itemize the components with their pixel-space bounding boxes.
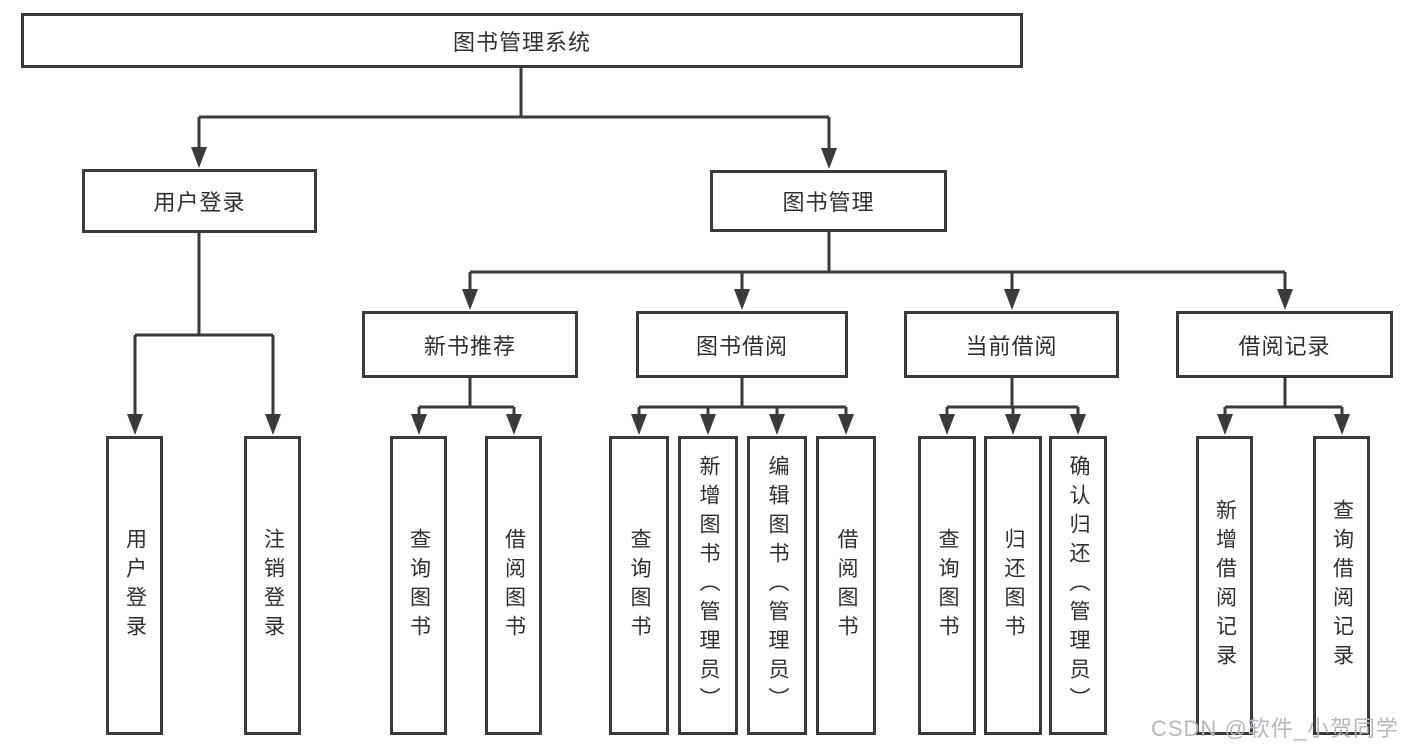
node-borrow-books: 借阅图书 (816, 436, 876, 735)
node-add-books-admin: 新增图书（管理员） (678, 436, 738, 735)
node-book-management: 图书管理 (710, 170, 947, 232)
arrowheads (127, 147, 1350, 435)
node-logout: 注销登录 (244, 436, 301, 735)
node-borrow-books-recommend-label: 借阅图书 (502, 527, 526, 644)
node-borrowing-records-label: 借阅记录 (1238, 333, 1331, 359)
node-new-book-recommend-label: 新书推荐 (423, 333, 516, 359)
node-return-books: 归还图书 (984, 436, 1042, 735)
node-edit-books-admin-label: 编辑图书（管理员） (766, 455, 789, 716)
node-confirm-return-admin: 确认归还（管理员） (1049, 436, 1107, 735)
node-query-books-recommend: 查询图书 (390, 436, 447, 735)
node-add-borrow-record: 新增借阅记录 (1196, 436, 1253, 735)
node-user-login: 用户登录 (82, 169, 317, 233)
node-add-books-admin-label: 新增图书（管理员） (697, 455, 720, 716)
node-query-borrow-record-label: 查询借阅记录 (1330, 498, 1354, 673)
node-user-login-action-label: 用户登录 (123, 527, 147, 644)
node-return-books-label: 归还图书 (1002, 527, 1025, 644)
node-query-books-current-label: 查询图书 (936, 527, 959, 644)
node-borrow-books-label: 借阅图书 (835, 527, 858, 644)
node-borrowing-records: 借阅记录 (1176, 311, 1393, 378)
node-root-label: 图书管理系统 (452, 29, 591, 55)
node-query-books-recommend-label: 查询图书 (407, 527, 431, 644)
node-book-borrowing-label: 图书借阅 (695, 333, 788, 359)
node-edit-books-admin: 编辑图书（管理员） (747, 436, 807, 735)
node-confirm-return-admin-label: 确认归还（管理员） (1067, 455, 1090, 716)
node-query-books-borrow-label: 查询图书 (628, 527, 651, 644)
node-new-book-recommend: 新书推荐 (362, 311, 578, 378)
node-query-borrow-record: 查询借阅记录 (1313, 436, 1370, 735)
node-current-borrowing-label: 当前借阅 (965, 333, 1058, 359)
node-root: 图书管理系统 (21, 13, 1023, 68)
node-book-borrowing: 图书借阅 (636, 311, 848, 378)
node-user-login-action: 用户登录 (106, 436, 163, 735)
csdn-watermark: CSDN @软件_小贺同学 (1150, 716, 1399, 741)
node-borrow-books-recommend: 借阅图书 (485, 436, 542, 735)
node-book-management-label: 图书管理 (782, 190, 875, 215)
node-user-login-label: 用户登录 (153, 190, 246, 215)
node-add-borrow-record-label: 新增借阅记录 (1213, 498, 1237, 673)
node-logout-label: 注销登录 (261, 527, 285, 644)
node-query-books-borrow: 查询图书 (609, 436, 669, 735)
node-query-books-current: 查询图书 (918, 436, 976, 735)
node-current-borrowing: 当前借阅 (904, 311, 1119, 378)
